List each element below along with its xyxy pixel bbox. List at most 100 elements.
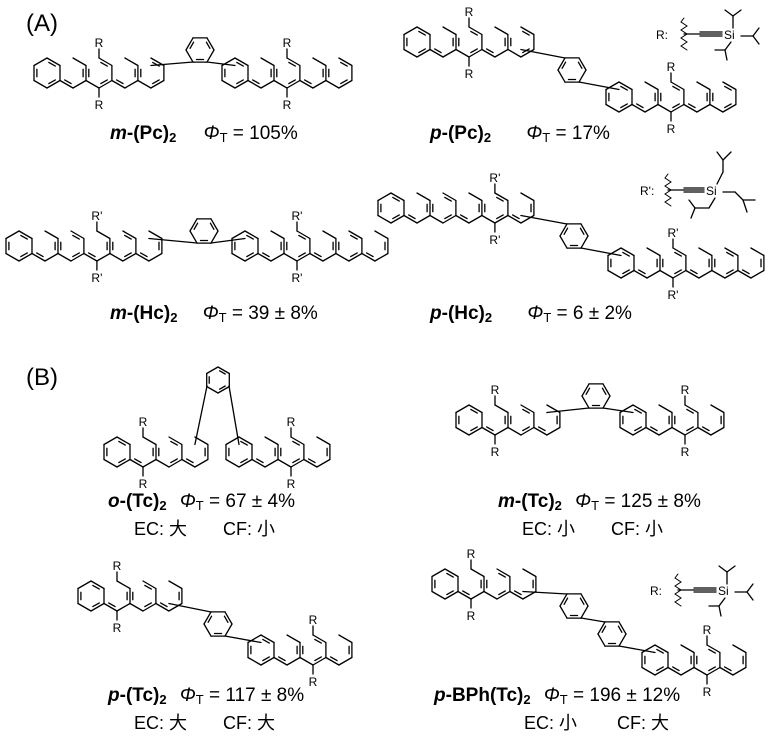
phi-symbol: Φ — [526, 123, 543, 144]
phi-symbol: Φ — [202, 303, 219, 324]
silicon-label: Si — [724, 28, 735, 42]
r-group-label: R: — [656, 28, 668, 42]
ec-cf-p-tc2: EC: 大 CF: 大 — [134, 714, 275, 732]
core: (Tc) — [125, 685, 160, 706]
phi-symbol: Φ — [543, 685, 560, 706]
sub: 2 — [169, 130, 177, 145]
r-substituent: R — [309, 675, 318, 689]
r-substituent: R — [465, 67, 474, 81]
ec-value: EC: 大 — [134, 713, 188, 733]
r-substituent: R — [667, 122, 676, 136]
compound-label-p-pc2: p-(Pc)2 ΦT = 17% — [430, 123, 610, 145]
molecule-m-pc2: R R R R — [33, 36, 353, 112]
core: (Tc) — [521, 491, 555, 512]
r-substituent: R — [95, 98, 104, 112]
core: (Tc) — [125, 491, 160, 512]
prefix: o — [108, 491, 120, 512]
r-substituent: R — [681, 445, 690, 459]
phi-value: = 125 ± 8% — [604, 491, 701, 512]
phi-sub: T — [218, 310, 227, 325]
phi-value: = 196 ± 12% — [573, 685, 681, 706]
sub: 2 — [170, 310, 178, 325]
r-substituent: R — [287, 415, 296, 429]
r-substituent: R' — [292, 271, 303, 285]
r-substituent: R' — [668, 288, 679, 302]
r-substituent: R — [283, 36, 292, 50]
core: (Pc) — [447, 123, 484, 144]
silicon-label: Si — [718, 584, 729, 598]
r-substituent: R — [95, 36, 104, 50]
phi-sub: T — [219, 130, 228, 145]
r-substituent: R — [681, 383, 690, 397]
phi-sub: T — [195, 692, 204, 707]
r-substituent: R — [467, 547, 476, 561]
prefix: p — [430, 123, 442, 144]
prefix: m — [110, 303, 127, 324]
ec-cf-m-tc2: EC: 小 CF: 小 — [522, 520, 663, 538]
r-substituent: R — [287, 477, 296, 491]
compound-label-m-pc2: m-(Pc)2 ΦT = 105% — [110, 123, 298, 145]
molecule-p-hc2: R'R'R'R'R':Si — [377, 151, 765, 302]
compound-label-p-tc2: p-(Tc)2 ΦT = 117 ± 8% — [108, 685, 305, 707]
core: (Hc) — [447, 303, 485, 324]
core: (Hc) — [133, 303, 171, 324]
phi-value: = 17% — [555, 123, 610, 144]
phi-sub: T — [559, 692, 568, 707]
cf-value: CF: 大 — [223, 713, 276, 733]
phi-value: = 67 ± 4% — [209, 491, 295, 512]
ec-value: EC: 小 — [522, 519, 576, 539]
compound-label-o-tc2: o-(Tc)2 ΦT = 67 ± 4% — [108, 491, 295, 513]
phi-value: = 39 ± 8% — [231, 303, 318, 324]
compound-label-p-bph-tc2: p-BPh(Tc)2 ΦT = 196 ± 12% — [434, 685, 681, 707]
r-substituent: R — [309, 613, 318, 627]
phi-symbol: Φ — [575, 491, 592, 512]
r-substituent: R' — [91, 271, 102, 285]
prefix: p — [108, 685, 120, 706]
phi-sub: T — [591, 498, 600, 513]
phi-value: = 6 ± 2% — [556, 303, 632, 324]
sub: 2 — [523, 692, 531, 707]
r-substituent: R' — [489, 233, 500, 247]
r-substituent: R — [491, 383, 500, 397]
phi-sub: T — [543, 310, 552, 325]
r-substituent: R — [703, 685, 712, 699]
r-substituent: R — [113, 621, 122, 635]
section-b-label: (B) — [26, 364, 58, 391]
phi-symbol: Φ — [203, 123, 220, 144]
r-substituent: R' — [91, 209, 102, 223]
r-group-label: R: — [650, 584, 662, 598]
prefix: p — [434, 685, 446, 706]
phi-value: = 117 ± 8% — [209, 685, 305, 706]
r-substituent: R — [139, 477, 148, 491]
cf-value: CF: 小 — [611, 519, 664, 539]
sub: 2 — [484, 310, 493, 325]
sub: 2 — [554, 498, 562, 513]
r-substituent: R — [703, 623, 712, 637]
prefix: m — [110, 123, 127, 144]
r-substituent: R — [667, 60, 676, 74]
phi-sub: T — [542, 130, 551, 145]
phi-symbol: Φ — [179, 685, 196, 706]
r-group-label: R': — [640, 184, 654, 198]
phi-sub: T — [195, 498, 204, 513]
phi-symbol: Φ — [527, 303, 544, 324]
section-a-label: (A) — [26, 10, 58, 37]
sub: 2 — [483, 130, 492, 145]
molecule-m-hc2: R'R'R'R' — [5, 209, 389, 285]
ec-value: EC: 小 — [524, 713, 578, 733]
r-substituent: R — [283, 98, 292, 112]
prefix: p — [430, 303, 442, 324]
compound-label-m-hc2: m-(Hc)2 ΦT = 39 ± 8% — [110, 303, 318, 325]
silicon-label: Si — [706, 184, 717, 198]
phi-symbol: Φ — [179, 491, 196, 512]
r-substituent: R' — [489, 171, 500, 185]
